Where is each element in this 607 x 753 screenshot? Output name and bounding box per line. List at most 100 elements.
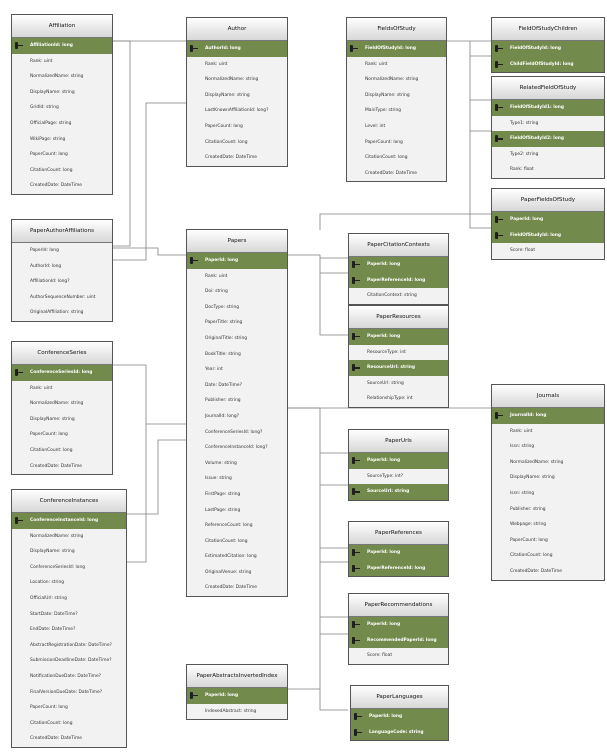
- column: DisplayName: string: [347, 88, 446, 104]
- column: Rank: uint: [187, 57, 287, 73]
- column: GridId: string: [12, 100, 112, 116]
- column-label: Issn: string: [510, 490, 535, 496]
- column: AuthorSequenceNumber: uint: [12, 290, 112, 306]
- key-icon: [15, 42, 24, 49]
- column-label: CitationCount: long: [365, 155, 408, 161]
- column: StartDate: DateTime?: [12, 607, 126, 623]
- column-label: Doi: string: [205, 289, 228, 295]
- entity-title: Papers: [187, 230, 287, 253]
- column: CitationCount: long: [187, 135, 287, 151]
- column: Rank: uint: [492, 424, 604, 440]
- column-label: Publisher: string: [510, 506, 546, 512]
- column: PaperCount: long: [492, 533, 604, 549]
- entity-title: ConferenceInstances: [12, 490, 126, 513]
- column-label: Webpage: string: [510, 522, 547, 528]
- column-label: OfficialPage: string: [30, 120, 72, 126]
- primary-key-column: ConferenceSeriesId: long: [12, 365, 112, 381]
- entity-title: FieldsOfStudy: [347, 18, 446, 41]
- column: NormalizedName: string: [187, 72, 287, 88]
- key-icon: [352, 276, 361, 284]
- link-papers-pcc2: [319, 258, 348, 274]
- key-icon: [352, 549, 361, 556]
- link-papers-rec2: [319, 617, 348, 635]
- column-label: Rank: uint: [30, 385, 53, 391]
- column: Date: DateTime?: [187, 378, 287, 394]
- link-papers-lang: [319, 634, 348, 711]
- primary-key-column: PaperId: long: [349, 453, 448, 469]
- link-fos-pfos: [469, 131, 491, 229]
- column-label: ConferenceSeriesId: long: [30, 564, 86, 570]
- column: IndexedAbstract: string: [187, 704, 287, 720]
- column-label: CreatedDate: DateTime: [205, 155, 257, 161]
- key-icon: [15, 517, 24, 524]
- entity-title: PaperResources: [349, 306, 448, 329]
- link-paa-papers: [113, 247, 186, 256]
- column-label: NormalizedName: string: [510, 459, 564, 465]
- key-icon: [352, 364, 361, 372]
- column-label: DocType: string: [205, 304, 240, 310]
- link-cseries-papers: [113, 364, 186, 425]
- column: Location: string: [12, 575, 126, 591]
- column: Rank: float: [492, 162, 604, 178]
- column-label: AbstractRegistrationDate: DateTime?: [30, 642, 112, 648]
- entity-title: PaperRecommendations: [349, 594, 448, 617]
- column-label: PaperReferenceId: long: [367, 277, 426, 283]
- link-fos-related: [469, 56, 491, 101]
- primary-key-column: LanguageCode: string: [351, 724, 448, 741]
- column-label: ResourceType: int: [367, 349, 406, 355]
- column: EndDate: DateTime?: [12, 622, 126, 638]
- key-icon: [495, 412, 504, 419]
- key-icon: [190, 257, 199, 264]
- link-cinst-papers: [127, 439, 186, 515]
- primary-key-column: FieldOfStudyId: long: [492, 41, 604, 57]
- column: AffiliationId: long?: [12, 274, 112, 290]
- column-label: OriginalVenue: string: [205, 569, 252, 575]
- primary-key-column: AuthorId: long: [187, 41, 287, 57]
- column-label: Publisher: string: [205, 398, 241, 404]
- column: PaperCount: long: [12, 427, 112, 443]
- key-icon: [495, 45, 504, 52]
- column: Level: int: [347, 119, 446, 135]
- column: PaperCount: long: [187, 119, 287, 135]
- column-label: MainType: string: [365, 108, 402, 114]
- column-label: RecommendedPaperId: long: [367, 637, 437, 643]
- column: BookTitle: string: [187, 347, 287, 363]
- column-label: AffiliationId: long?: [30, 279, 70, 285]
- column-label: CreatedDate: DateTime: [30, 463, 82, 469]
- column: OfficialUrl: string: [12, 591, 126, 607]
- column-label: Issn: string: [510, 444, 535, 450]
- column: Year: int: [187, 362, 287, 378]
- entity-title: PaperAbstractsInvertedIndex: [187, 665, 287, 688]
- key-icon: [15, 369, 24, 376]
- column-label: ReferenceCount: long: [205, 523, 253, 529]
- column: SourceUrl: string: [349, 376, 448, 392]
- primary-key-column: PaperId: long: [492, 212, 604, 228]
- primary-key-column: PaperId: long: [349, 257, 448, 273]
- column: DisplayName: string: [12, 85, 112, 101]
- column: NormalizedName: string: [12, 69, 112, 85]
- column: ConferenceInstanceId: long?: [187, 440, 287, 456]
- link-fos-related2: [469, 100, 491, 132]
- column-label: BookTitle: string: [205, 351, 241, 357]
- column: CreatedDate: DateTime: [187, 150, 287, 166]
- column: Score: float: [349, 648, 448, 664]
